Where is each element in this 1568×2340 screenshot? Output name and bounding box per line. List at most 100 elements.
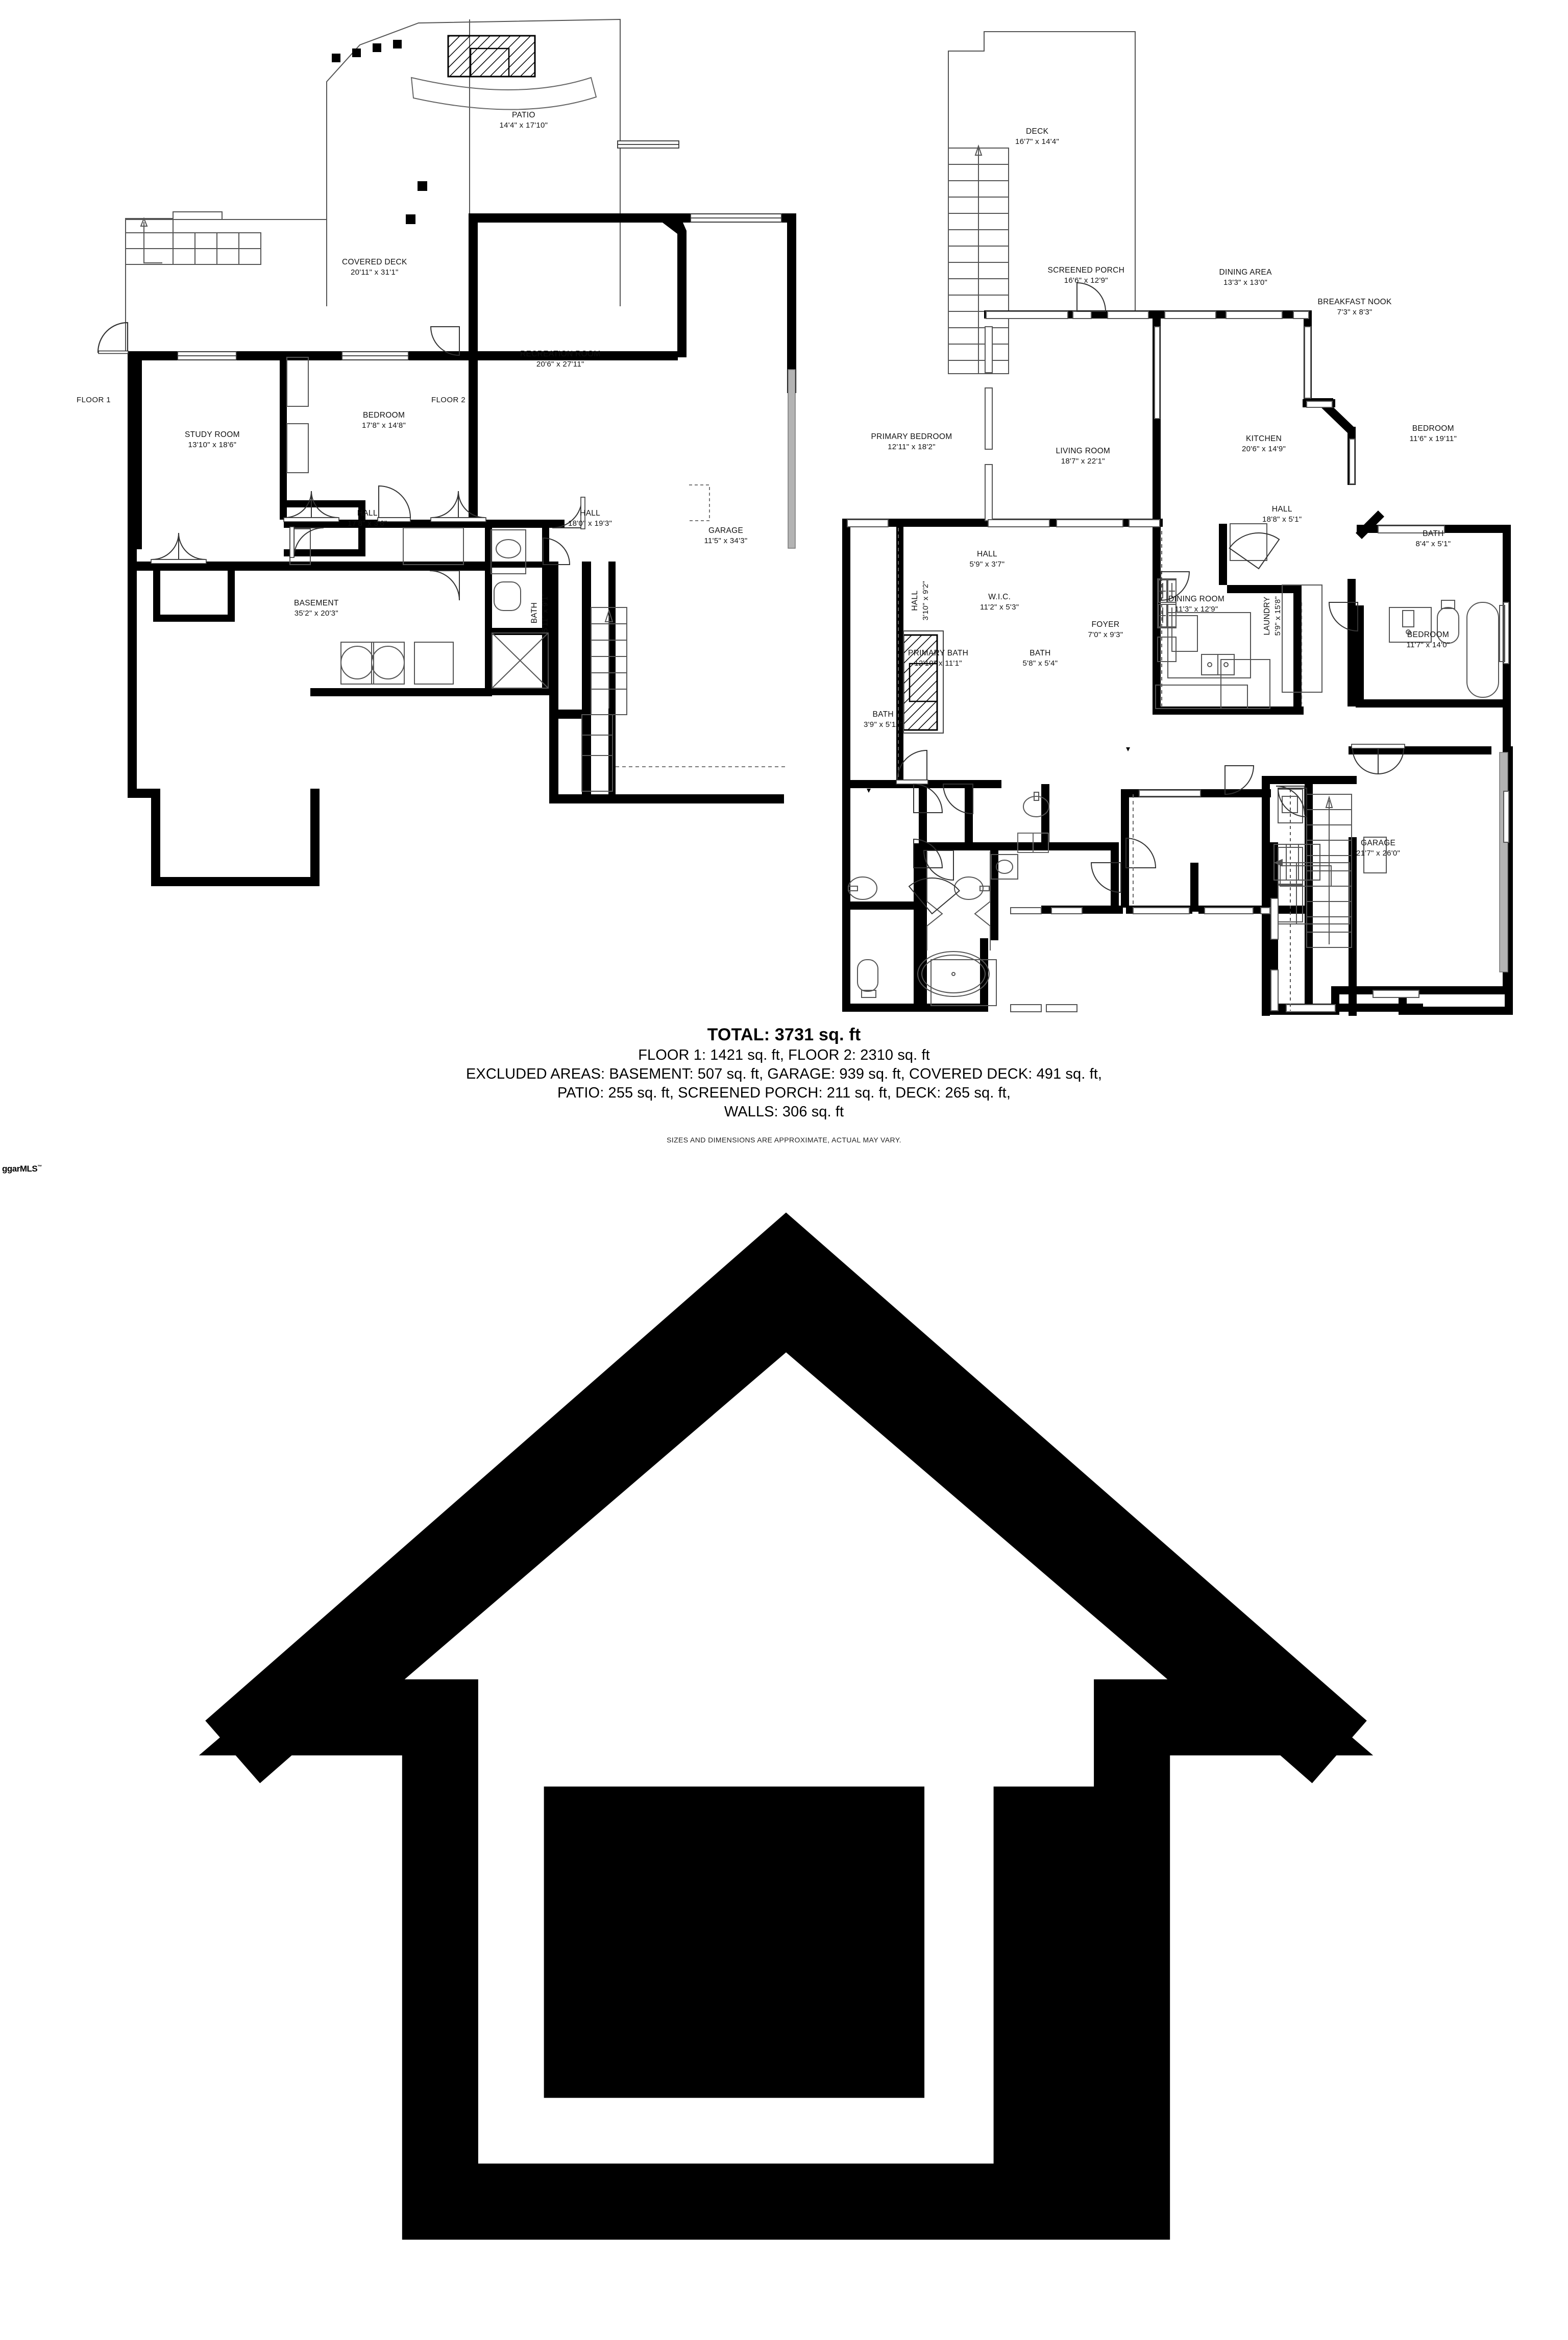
room-name: BATH [1030,648,1051,657]
room-name: BEDROOM [1407,630,1450,639]
dimension-arrows [867,747,1250,795]
floor1-walls [128,213,796,886]
deck-stairs [125,217,261,265]
room-dimensions: 18'8" x 5'1" [1262,515,1302,524]
room-name: PRIMARY BEDROOM [871,432,952,441]
room-name: BASEMENT [294,598,339,607]
room-name: GARAGE [1361,838,1396,847]
floor1-plan [97,18,796,886]
room-dimensions: 7'0" x 9'3" [1088,630,1123,640]
room-name: SCREENED PORCH [1047,265,1125,275]
area-summary: TOTAL: 3731 sq. ft FLOOR 1: 1421 sq. ft,… [0,1025,1568,1144]
screened-porch-panels [847,311,1509,1012]
room-name: RECREATION ROOM [520,349,601,358]
room-label-primary-bath: PRIMARY BATH 12'10" x 11'1" [908,648,968,669]
room-dimensions: 12'10" x 11'1" [914,659,962,668]
room-dimensions: 5'11" x 9'1" [541,593,550,632]
room-dimensions: 5'9" x 3'7" [969,560,1005,569]
room-label-basement: BASEMENT 35'2" x 20'3" [294,598,339,619]
room-name: DINING ROOM [1168,594,1225,603]
room-name: BATH [1423,529,1444,538]
room-dimensions: 17'8" x 3'6" [348,519,387,528]
room-label-living-room: LIVING ROOM 18'7" x 22'1" [1056,446,1111,467]
room-label-w-i-c: W.I.C. 11'2" x 5'3" [980,592,1019,613]
summary-excluded-1: EXCLUDED AREAS: BASEMENT: 507 sq. ft, GA… [465,1066,1102,1082]
deck-stairs-2 [948,144,1009,374]
room-label-recreation-room: RECREATION ROOM 20'6" x 27'11" [520,349,601,370]
room-name: LIVING ROOM [1056,446,1111,455]
room-dimensions: 5'9" x 15'8" [1273,596,1283,636]
covered-deck-outline [125,219,327,353]
room-name: DINING AREA [1219,267,1272,277]
fireplace [902,630,944,734]
room-dimensions: 12'11" x 18'2" [888,443,936,452]
room-name: KITCHEN [1246,434,1282,443]
patio-footings [332,40,427,224]
room-dimensions: 11'7" x 14'0" [1406,641,1450,650]
room-dimensions: 11'3" x 12'9" [1174,605,1218,614]
floor2-plan [842,31,1513,1016]
floor2-stairs [1278,794,1352,948]
summary-disclaimer: SIZES AND DIMENSIONS ARE APPROXIMATE, AC… [667,1136,901,1144]
summary-walls: WALLS: 306 sq. ft [724,1104,844,1120]
patio-awning [410,77,597,110]
floor2-tag: FLOOR 2 [431,396,465,404]
room-name: BEDROOM [362,410,405,420]
room-dimensions: 7'3" x 8'3" [1337,308,1373,317]
room-dimensions: 8'4" x 5'1" [1415,540,1451,549]
room-name: COVERED DECK [342,257,407,266]
room-dimensions: 18'7" x 22'1" [1061,457,1105,466]
floor1-doors [97,322,585,601]
room-name: BATH [872,710,894,719]
room-dimensions: 3'10" x 9'2" [921,580,930,620]
room-dimensions: 20'11" x 31'1" [350,268,399,277]
room-dimensions: 16'7" x 14'4" [1015,137,1060,147]
floor2-doors [896,282,1405,915]
room-dimensions: 11'2" x 5'3" [980,603,1019,612]
room-name: BEDROOM [1412,424,1454,433]
house-icon [199,1212,1374,2240]
room-name: HALL [357,508,378,518]
room-name: DECK [1025,127,1049,136]
room-dimensions: 13'3" x 13'0" [1223,278,1268,287]
summary-total: TOTAL: 3731 sq. ft [707,1025,861,1044]
room-name: STUDY ROOM [185,430,240,439]
summary-excluded-2: PATIO: 255 sq. ft, SCREENED PORCH: 211 s… [557,1085,1011,1101]
room-name: W.I.C. [988,592,1011,601]
room-name: PRIMARY BATH [908,648,969,657]
room-name: HALL [580,508,601,518]
room-dimensions: 5'8" x 5'4" [1022,659,1058,668]
room-dimensions: 20'6" x 27'11" [536,360,584,369]
room-dimensions: 21'7" x 26'0" [1356,849,1401,858]
kitchen-fixtures [1155,523,1322,710]
room-label-hall: HALL 5'9" x 3'7" [970,549,1005,570]
room-name: BATH [530,602,539,623]
room-label-bedroom: BEDROOM 11'7" x 14'0" [1407,630,1450,651]
mls-logo-text: ggarMLS™ [2,1164,42,1174]
room-dimensions: 14'4" x 17'10" [499,121,548,130]
room-dimensions: 35'2" x 20'3" [294,609,338,618]
floor1-windows [177,140,782,360]
room-dimensions: 16'6" x 12'9" [1064,276,1108,285]
room-dimensions: 11'6" x 19'11" [1409,434,1457,444]
room-dimensions: 13'10" x 18'6" [188,441,237,450]
room-name: HALL [976,549,997,558]
room-name: LAUNDRY [1263,596,1272,636]
room-name: FOYER [1091,620,1120,629]
room-label-bath: BATH 5'8" x 5'4" [1023,648,1058,669]
room-name: HALL [911,590,920,611]
